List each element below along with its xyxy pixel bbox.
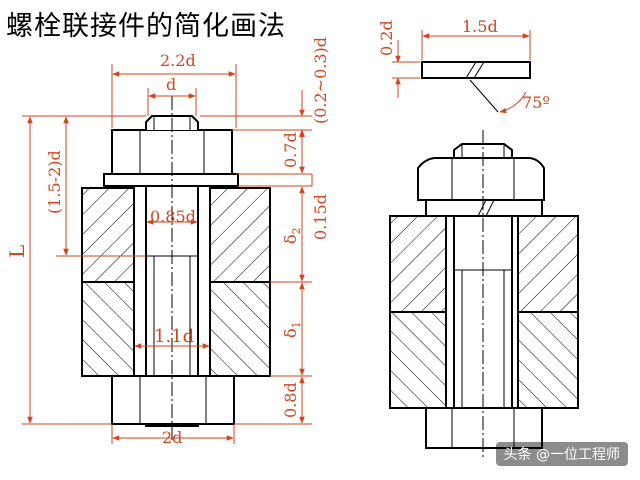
- dim-75-deg: 75º: [522, 93, 550, 112]
- dim-d: d: [166, 75, 176, 94]
- lower-plate-right: [209, 281, 271, 377]
- dim-L: L: [5, 245, 29, 258]
- washer-detail: 1.5d 0.2d 75º: [377, 17, 550, 114]
- right-assembly: [389, 130, 579, 460]
- dim-0-7d: 0.7d: [281, 132, 300, 168]
- dim-1-5d: 1.5d: [462, 17, 498, 36]
- dim-0-8d: 0.8d: [281, 382, 300, 418]
- lower-plate-left: [81, 281, 135, 377]
- page-title: 螺栓联接件的简化画法: [6, 11, 286, 42]
- dim-2-2d: 2.2d: [160, 51, 196, 70]
- watermark: 头条 @一位工程师: [495, 442, 628, 466]
- upper-plate-left: [81, 187, 135, 283]
- dim-0-85d: 0.85d: [150, 207, 196, 226]
- washer: [103, 173, 239, 187]
- dim-0-15d: 0.15d: [311, 194, 330, 240]
- dim-delta-1: δ1: [281, 321, 303, 338]
- dim-0-2-0-3d: (0.2~0.3)d: [311, 37, 330, 124]
- dim-0-2d: 0.2d: [377, 20, 396, 56]
- bolt-head: [111, 375, 235, 425]
- dim-1-5-2d: (1.5-2)d: [45, 150, 64, 214]
- upper-plate-right: [209, 187, 271, 283]
- left-assembly: 2.2d d (0.2~0.3)d 0.7d 0.15d δ2 δ1 0.8d …: [5, 37, 330, 447]
- dim-delta-2: δ2: [281, 227, 303, 244]
- dim-2d: 2d: [162, 428, 182, 447]
- dim-1-1d: 1.1d: [154, 326, 194, 347]
